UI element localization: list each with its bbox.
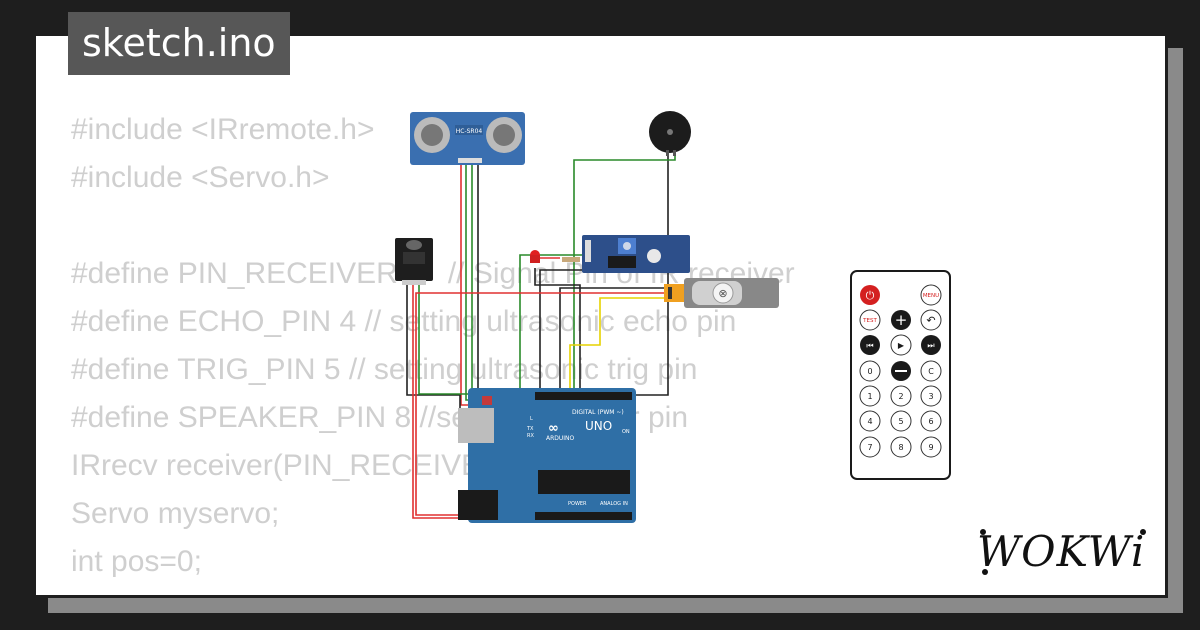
- arduino-on-label: ON: [622, 429, 630, 435]
- rewind-icon: ⏮: [866, 341, 873, 350]
- atmega-chip: [538, 470, 630, 494]
- arduino-tx-label: TX: [526, 426, 534, 432]
- code-preview: #include <IRremote.h> #include <Servo.h>…: [71, 106, 795, 595]
- minus-icon: [895, 370, 907, 372]
- arduino-power-label: POWER: [568, 501, 587, 507]
- remote-button-2[interactable]: 2: [890, 385, 912, 407]
- remote-button-c[interactable]: C: [920, 360, 942, 382]
- reset-button: [482, 396, 492, 405]
- remote-button-next[interactable]: ⏭: [921, 335, 941, 355]
- code-line: #define TRIG_PIN 5 // setting ultrasonic…: [71, 353, 698, 386]
- remote-key-label: 2: [898, 392, 903, 401]
- remote-key-label: 3: [928, 392, 933, 401]
- plus-icon: +: [895, 311, 908, 329]
- code-line: int pos=0;: [71, 545, 202, 578]
- back-icon: ↶: [926, 314, 935, 327]
- code-line: /*LED Character to play: [71, 586, 795, 595]
- remote-button-minus[interactable]: [891, 361, 911, 381]
- arduino-infinity-logo-icon: ∞: [548, 421, 559, 436]
- remote-button-0[interactable]: 0: [859, 360, 881, 382]
- power-icon: ⏻: [866, 289, 875, 302]
- remote-key-label: 4: [867, 417, 872, 426]
- play-icon: ▶: [898, 341, 905, 350]
- remote-button-menu[interactable]: MENU: [920, 284, 942, 306]
- remote-button-plus[interactable]: +: [891, 310, 911, 330]
- remote-button-back[interactable]: ↶: [920, 309, 942, 331]
- sketch-title: sketch.ino: [68, 12, 290, 75]
- buzzer[interactable]: [649, 111, 691, 156]
- fast-forward-icon: ⏭: [927, 341, 934, 350]
- remote-button-play[interactable]: ▶: [890, 334, 912, 356]
- remote-button-1[interactable]: 1: [859, 385, 881, 407]
- arduino-brand-label: ARDUINO: [546, 435, 575, 442]
- led[interactable]: [530, 250, 540, 263]
- code-line: #include <IRremote.h>: [71, 113, 375, 146]
- power-jack: [458, 490, 498, 520]
- remote-button-4[interactable]: 4: [859, 410, 881, 432]
- remote-key-label: 6: [928, 417, 933, 426]
- arduino-uno[interactable]: DIGITAL (PWM ~) ∞ UNO ARDUINO ON TX RX L…: [458, 388, 636, 523]
- servo-motor[interactable]: ⊗: [664, 278, 779, 308]
- arduino-model-label: UNO: [585, 419, 612, 433]
- remote-button-9[interactable]: 9: [920, 436, 942, 458]
- arduino-rx-label: RX: [527, 433, 534, 439]
- sensor-module[interactable]: [582, 235, 690, 273]
- arduino-digital-label: DIGITAL (PWM ~): [572, 409, 624, 416]
- remote-button-test[interactable]: TEST: [859, 309, 881, 331]
- code-line: #define SPEAKER_PIN 8 //setting speaker …: [71, 401, 689, 434]
- remote-button-7[interactable]: 7: [859, 436, 881, 458]
- ultrasonic-sensor[interactable]: HC-SR04: [410, 112, 525, 165]
- remote-button-5[interactable]: 5: [890, 410, 912, 432]
- ultrasonic-label: HC-SR04: [456, 128, 483, 135]
- remote-button-power[interactable]: ⏻: [860, 285, 880, 305]
- usb-port: [458, 408, 494, 443]
- remote-button-8[interactable]: 8: [890, 436, 912, 458]
- arduino-l-label: L: [530, 416, 533, 422]
- remote-key-label: 8: [898, 443, 903, 452]
- wokwi-logo-text: WOKWi: [977, 527, 1145, 576]
- test-label: TEST: [862, 318, 877, 324]
- ir-receiver[interactable]: [395, 238, 433, 285]
- remote-key-label: 0: [867, 367, 872, 376]
- menu-label: MENU: [923, 293, 939, 299]
- remote-key-label: C: [928, 367, 934, 376]
- remote-key-label: 9: [928, 443, 933, 452]
- code-line: Servo myservo;: [71, 497, 280, 530]
- arduino-analog-label: ANALOG IN: [600, 501, 628, 507]
- servo-horn-icon: ⊗: [718, 288, 727, 300]
- remote-button-prev[interactable]: ⏮: [860, 335, 880, 355]
- code-line: #include <Servo.h>: [71, 161, 330, 194]
- code-line: IRrecv receiver(PIN_RECEIVER);: [71, 449, 522, 482]
- wokwi-logo[interactable]: WOKWi: [975, 520, 1155, 582]
- remote-key-label: 7: [867, 443, 872, 452]
- remote-button-6[interactable]: 6: [920, 410, 942, 432]
- ir-remote[interactable]: ⏻ MENU TEST + ↶ ⏮ ▶ ⏭ 0 C 1: [850, 270, 951, 480]
- remote-key-label: 5: [898, 417, 903, 426]
- remote-button-3[interactable]: 3: [920, 385, 942, 407]
- remote-key-label: 1: [867, 392, 872, 401]
